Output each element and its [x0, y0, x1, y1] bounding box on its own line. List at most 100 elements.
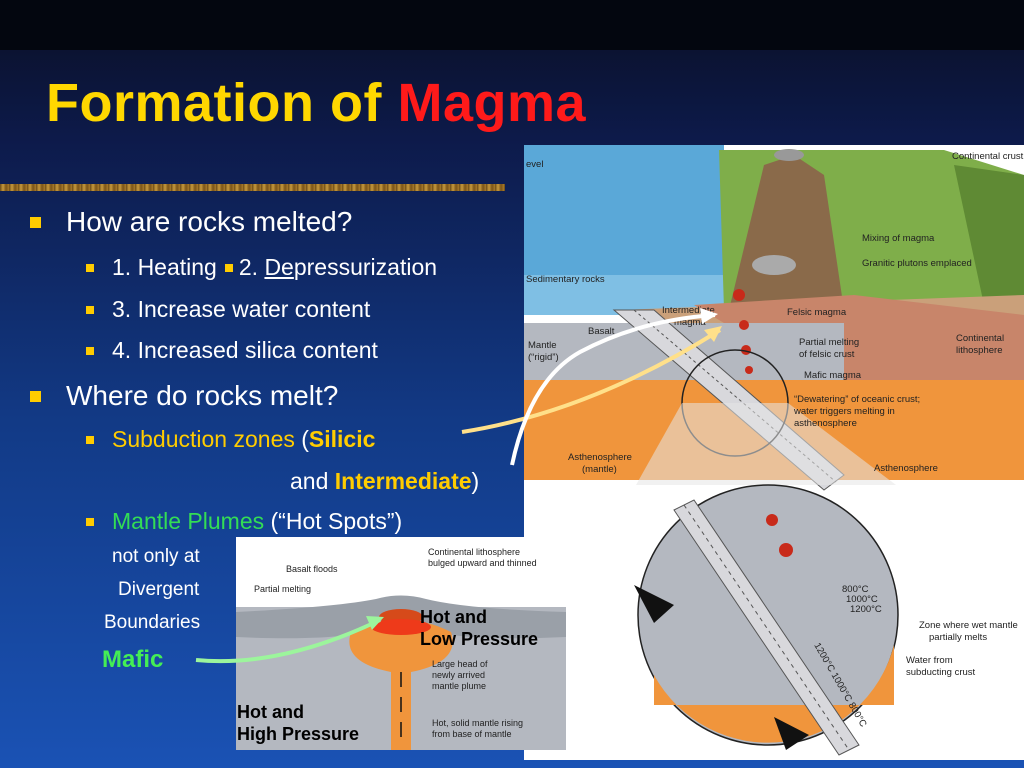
and-text: and	[290, 468, 335, 494]
mantle-plume-diagram: Basalt floods Partial melting Continenta…	[236, 537, 566, 750]
bullet-where-melt: Where do rocks melt?	[30, 380, 339, 412]
bullet-square-icon	[30, 217, 41, 228]
silicic-arrow	[461, 328, 722, 434]
mafic-arrowhead-icon	[366, 616, 384, 630]
sub-item-silica: 4. Increased silica content	[86, 337, 378, 364]
mixing-label: Mixing of magma	[862, 233, 935, 244]
sub-item-plumes: Mantle Plumes (“Hot Spots”)	[86, 508, 403, 535]
silicic-arrowhead-icon	[704, 326, 722, 342]
magma-drop	[733, 289, 745, 301]
dewatering-label-2: water triggers melting in	[793, 406, 895, 417]
temp-1200-label: 1200°C	[850, 604, 882, 615]
not-only-text: not only at	[112, 546, 200, 567]
slide-title: Formation of Magma	[46, 72, 586, 134]
sub-bullet-icon	[86, 518, 94, 526]
hot-high-2: High Pressure	[237, 724, 360, 744]
mantle-plumes-label: Mantle Plumes	[112, 508, 265, 534]
sea-level-label: evel	[526, 159, 543, 170]
cont-litho-label-1: Continental lithosphere	[428, 547, 520, 557]
felsic-magma-label: Felsic magma	[787, 307, 847, 318]
magma-drop	[739, 320, 749, 330]
cont-litho-label-2: bulged upward and thinned	[428, 558, 537, 568]
intermediate-text: Intermediate	[334, 468, 472, 494]
basalt-floods-label: Basalt floods	[286, 564, 338, 574]
intermediate-magma-label-2: magma	[674, 317, 706, 328]
partial-melting-label-2: of felsic crust	[799, 349, 855, 360]
continent-cliff	[954, 165, 1024, 305]
partial-melting-label-1: Partial melting	[799, 337, 859, 348]
intermediate-arrowhead-icon	[700, 308, 718, 324]
granitic-label: Granitic plutons emplaced	[862, 258, 972, 269]
zoom-beam	[636, 403, 896, 485]
ash-cloud	[774, 149, 804, 161]
subduction-open: (	[294, 426, 309, 452]
subduction-label: Subduction zones	[112, 426, 295, 452]
continental-crust-label: Continental crust	[952, 151, 1024, 162]
partial-melting-label: Partial melting	[254, 584, 311, 594]
zoom-magma-drop	[779, 543, 793, 557]
silica-text: 4. Increased silica content	[112, 337, 378, 363]
slab-texture	[633, 309, 837, 483]
large-head-label-3: mantle plume	[432, 681, 486, 691]
zone-wet-label-1: Zone where wet mantle	[919, 620, 1018, 631]
sub-item-subduction: Subduction zones (Silicic	[86, 426, 376, 453]
asthenosphere-left-label-2: (mantle)	[582, 464, 617, 475]
sub-bullet-inline-icon	[224, 264, 233, 272]
subduction-diagram: evel Continental crust Mixing of magma G…	[524, 145, 1024, 760]
heating-text: 1. Heating	[112, 254, 217, 280]
cloud	[752, 255, 796, 275]
hot-high-pressure-label: Hot and High Pressure	[237, 701, 359, 745]
hotspots-text: (“Hot Spots”)	[264, 508, 403, 534]
hot-high-1: Hot and	[237, 702, 304, 722]
divergent-text: Divergent	[118, 579, 200, 600]
mantle-plume-svg: Basalt floods Partial melting Continenta…	[236, 547, 566, 750]
mafic-arrow	[195, 618, 381, 664]
mafic-label: Mafic	[102, 646, 164, 673]
intermediate-magma-label-1: Intermediate	[662, 305, 715, 316]
title-divider	[0, 184, 505, 191]
depress-underline: De	[264, 254, 294, 280]
sub-item-water: 3. Increase water content	[86, 296, 371, 323]
mantle-label-2: (“rigid”)	[528, 352, 559, 363]
intermediate-arrow	[510, 313, 716, 466]
silicic-text: Silicic	[308, 426, 376, 452]
zoom-slab-texture	[683, 504, 850, 751]
basalt-label: Basalt	[588, 326, 615, 337]
bullet-how-melted-text: How are rocks melted?	[66, 206, 353, 237]
temp-1000-label: 1000°C	[846, 594, 878, 605]
hot-solid-label-1: Hot, solid mantle rising	[432, 718, 523, 728]
sedimentary-label: Sedimentary rocks	[526, 274, 605, 285]
sub-bullet-icon	[86, 306, 94, 314]
continental-lithosphere-label-2: lithosphere	[956, 345, 1002, 356]
partial-melt-zone	[371, 619, 431, 635]
motion-arrow-icon	[774, 717, 809, 750]
motion-arrow-icon	[634, 585, 674, 623]
dewatering-label-1: “Dewatering” of oceanic crust;	[794, 394, 920, 405]
zone-wet-label-2: partially melts	[929, 632, 987, 643]
bullet-where-melt-text: Where do rocks melt?	[66, 380, 339, 411]
depress-pre: 2.	[238, 254, 265, 280]
water-text: 3. Increase water content	[112, 296, 371, 322]
sub-bullet-icon	[86, 436, 94, 444]
mafic-magma-label: Mafic magma	[804, 370, 862, 381]
magma-drop	[741, 345, 751, 355]
water-from-label-2: subducting crust	[906, 667, 976, 678]
title-prefix: Formation of	[46, 73, 398, 133]
sub-item-heating: 1. Heating 2. Depressurization	[86, 254, 438, 281]
large-head-label-2: newly arrived	[432, 670, 485, 680]
asthenosphere-right-label: Asthenosphere	[874, 463, 938, 474]
boundaries-text: Boundaries	[104, 612, 201, 633]
bullet-square-icon	[30, 391, 41, 402]
intermediate-line: and Intermediate)	[290, 468, 479, 495]
dewatering-label-3: asthenosphere	[794, 418, 857, 429]
close-paren: )	[471, 468, 480, 494]
subduction-diagram-svg: evel Continental crust Mixing of magma G…	[524, 145, 1024, 756]
large-head-label-1: Large head of	[432, 659, 488, 669]
sub-bullet-icon	[86, 264, 94, 272]
depress-post: pressurization	[293, 254, 438, 280]
mantle-label-1: Mantle	[528, 340, 557, 351]
continental-lithosphere	[844, 315, 1024, 381]
hot-low-pressure-label: Hot and Low Pressure	[420, 606, 538, 650]
sub-bullet-icon	[86, 347, 94, 355]
